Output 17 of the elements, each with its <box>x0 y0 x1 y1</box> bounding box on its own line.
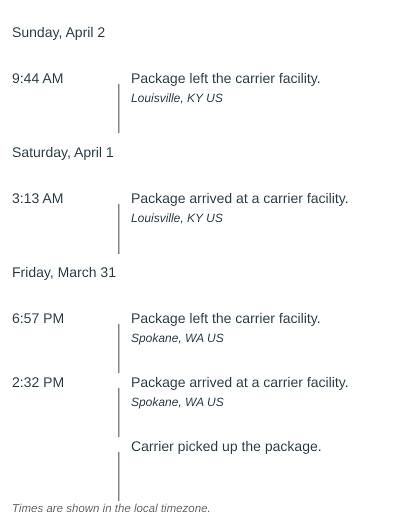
event-description: Package left the carrier facility. <box>131 309 321 327</box>
location-text: Louisville, KY US <box>131 210 223 226</box>
location-text: Spokane, WA US <box>131 394 224 410</box>
date-heading: Sunday, April 2 <box>12 23 106 41</box>
event-description: Carrier picked up the package. <box>131 437 322 455</box>
location-text: Louisville, KY US <box>131 90 223 106</box>
date-heading: Saturday, April 1 <box>12 143 114 161</box>
time-label: 3:13 AM <box>12 189 64 207</box>
event-description: Package arrived at a carrier facility. <box>131 373 349 391</box>
event-description: Package arrived at a carrier facility. <box>131 189 349 207</box>
event-description: Package left the carrier facility. <box>131 69 321 87</box>
time-label: 9:44 AM <box>12 69 64 87</box>
location-text: Spokane, WA US <box>131 330 224 346</box>
time-label: 6:57 PM <box>12 309 64 327</box>
date-heading: Friday, March 31 <box>12 263 116 281</box>
time-label: 2:32 PM <box>12 373 64 391</box>
footnote-text: Times are shown in the local timezone. <box>12 502 211 516</box>
